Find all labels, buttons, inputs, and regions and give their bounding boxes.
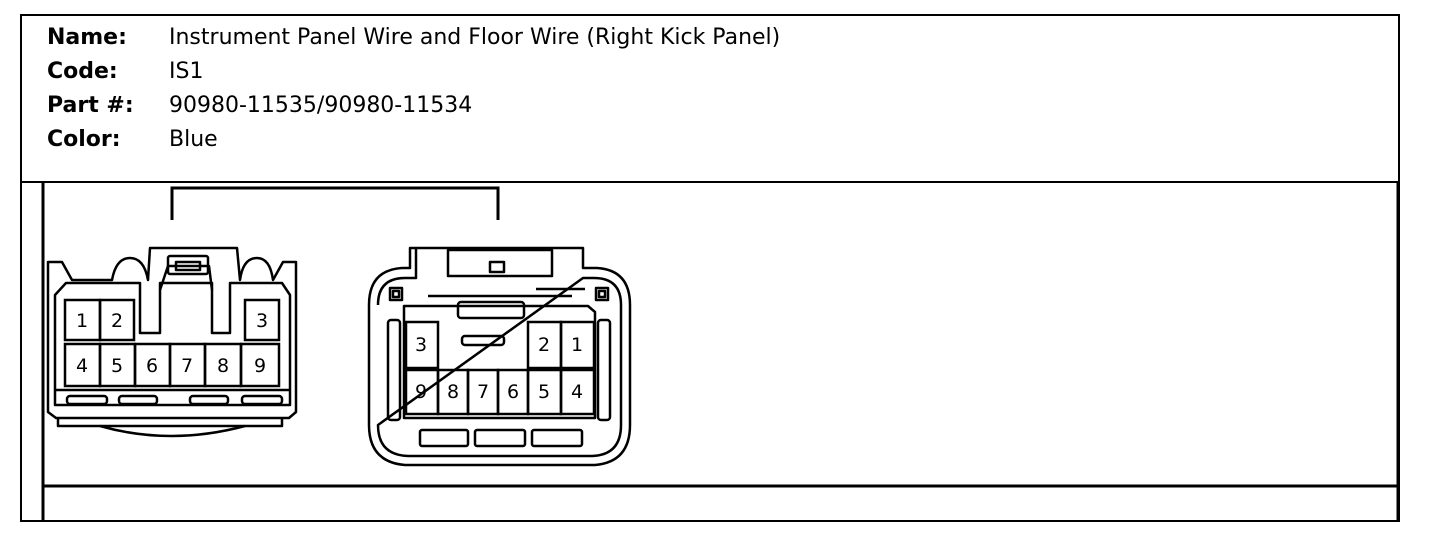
color-value: Blue <box>169 127 218 152</box>
diagram-frame <box>20 181 1400 522</box>
female-pin-label: 2 <box>538 334 550 356</box>
female-pin-label: 9 <box>415 381 427 403</box>
female-pin-label: 1 <box>571 334 583 356</box>
male-pin-label: 9 <box>254 355 266 377</box>
mating-bracket <box>170 186 500 220</box>
male-pin-label: 7 <box>181 355 193 377</box>
male-pin-labels: 1 2 3 4 5 6 7 8 9 <box>76 310 268 377</box>
name-label: Name: <box>47 25 127 50</box>
code-label: Code: <box>47 59 118 84</box>
female-pin-label: 4 <box>571 381 583 403</box>
female-pin-label: 5 <box>538 381 550 403</box>
male-pin-label: 5 <box>111 355 123 377</box>
color-label: Color: <box>47 127 121 152</box>
name-value: Instrument Panel Wire and Floor Wire (Ri… <box>169 25 781 50</box>
female-pin-label: 7 <box>477 381 489 403</box>
male-pin-label: 4 <box>76 355 88 377</box>
female-pin-label: 8 <box>447 381 459 403</box>
part-value: 90980-11535/90980-11534 <box>169 93 473 118</box>
female-pin-label: 3 <box>415 334 427 356</box>
male-pin-label: 2 <box>111 310 123 332</box>
female-pin-labels: 3 2 1 9 8 7 6 5 4 <box>415 334 583 403</box>
male-pin-label: 6 <box>146 355 158 377</box>
female-pin-label: 6 <box>507 381 519 403</box>
male-pin-label: 3 <box>256 310 268 332</box>
male-pin-label: 8 <box>217 355 229 377</box>
male-connector-body <box>46 246 298 438</box>
male-pin-label: 1 <box>76 310 88 332</box>
female-pin-grid <box>404 320 596 416</box>
male-pin-grid <box>63 298 281 388</box>
part-label: Part #: <box>47 93 134 118</box>
female-connector-body <box>367 246 632 467</box>
code-value: IS1 <box>169 59 204 84</box>
